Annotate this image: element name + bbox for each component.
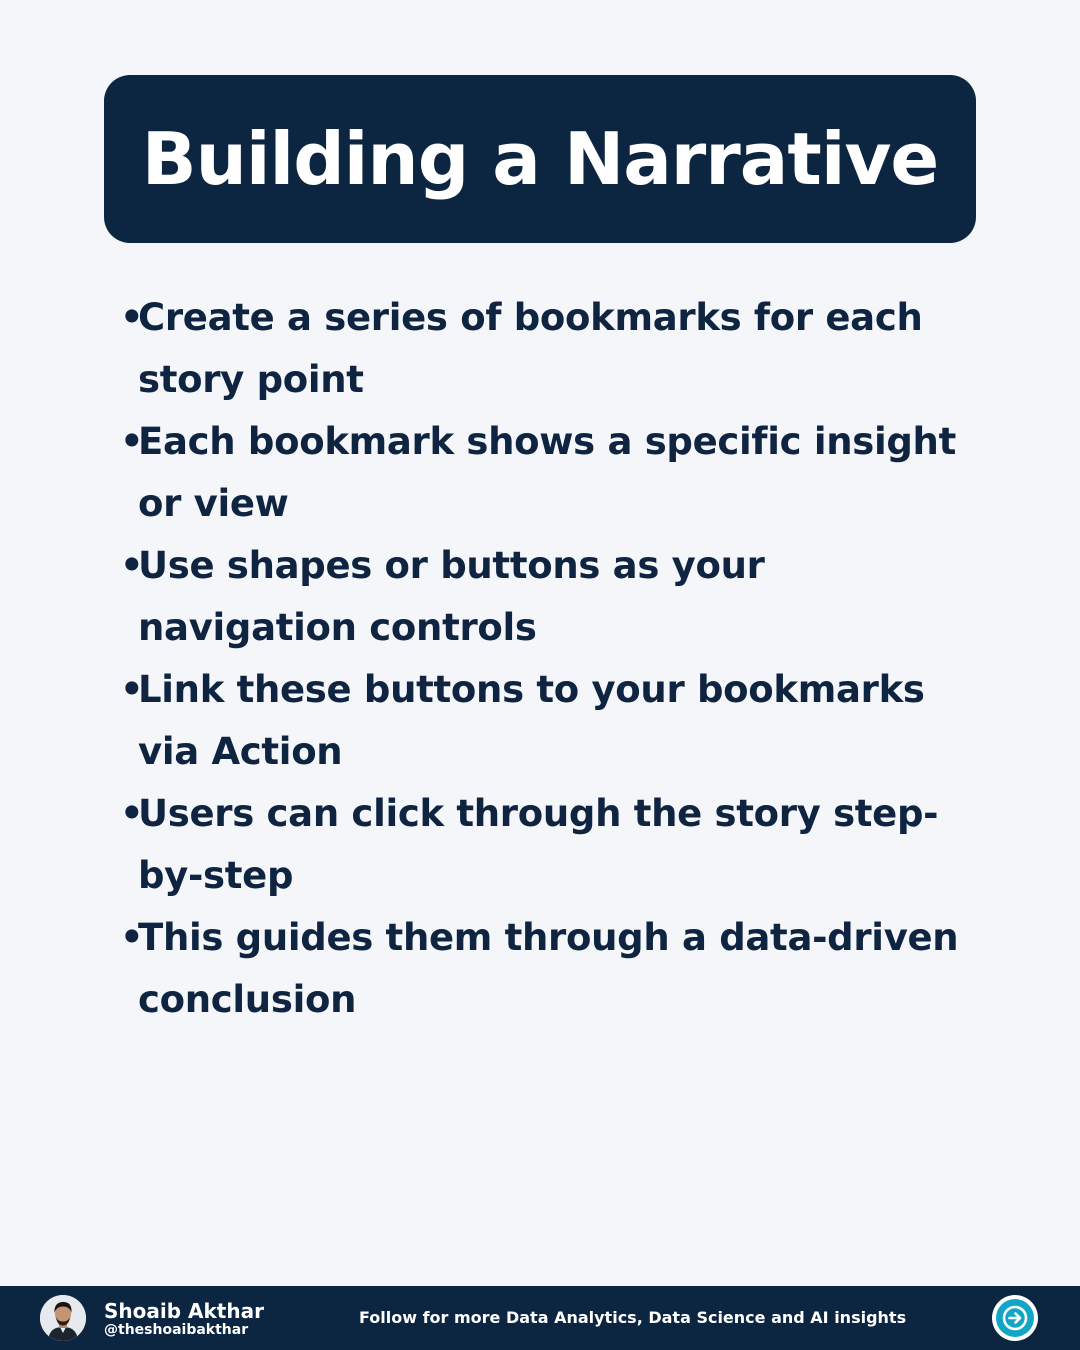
list-item: • This guides them through a data-driven… [120, 907, 970, 1031]
bullet-dot: • [120, 792, 144, 835]
footer-bar: Shoaib Akthar @theshoaibakthar Follow fo… [0, 1286, 1080, 1350]
title-banner: Building a Narrative [104, 75, 976, 243]
follow-cta-text: Follow for more Data Analytics, Data Sci… [359, 1308, 907, 1327]
avatar-portrait-icon [40, 1295, 86, 1341]
list-item: • Link these buttons to your bookmarks v… [120, 659, 970, 783]
bullet-text: Each bookmark shows a specific insight o… [138, 420, 956, 525]
list-item: • Each bookmark shows a specific insight… [120, 411, 970, 535]
bullet-dot: • [120, 296, 144, 339]
list-item: • Use shapes or buttons as your navigati… [120, 535, 970, 659]
list-item: • Create a series of bookmarks for each … [120, 287, 970, 411]
bullet-text: Use shapes or buttons as your navigation… [138, 544, 765, 649]
arrow-right-circle-icon [1002, 1305, 1028, 1331]
bullet-dot: • [120, 544, 144, 587]
author-name: Shoaib Akthar [104, 1299, 264, 1323]
bullet-text: Users can click through the story step-b… [138, 792, 939, 897]
next-button-inner [996, 1299, 1034, 1337]
bullet-text: Create a series of bookmarks for each st… [138, 296, 923, 401]
page-title: Building a Narrative [141, 117, 940, 201]
bullet-dot: • [120, 916, 144, 959]
bullet-text: This guides them through a data-driven c… [138, 916, 959, 1021]
list-item: • Users can click through the story step… [120, 783, 970, 907]
bullet-dot: • [120, 668, 144, 711]
bullet-dot: • [120, 420, 144, 463]
author-handle: @theshoaibakthar [104, 1322, 249, 1338]
avatar [40, 1295, 86, 1341]
bullet-text: Link these buttons to your bookmarks via… [138, 668, 925, 773]
bullet-list: • Create a series of bookmarks for each … [120, 287, 970, 1031]
next-slide-button[interactable] [992, 1295, 1038, 1341]
